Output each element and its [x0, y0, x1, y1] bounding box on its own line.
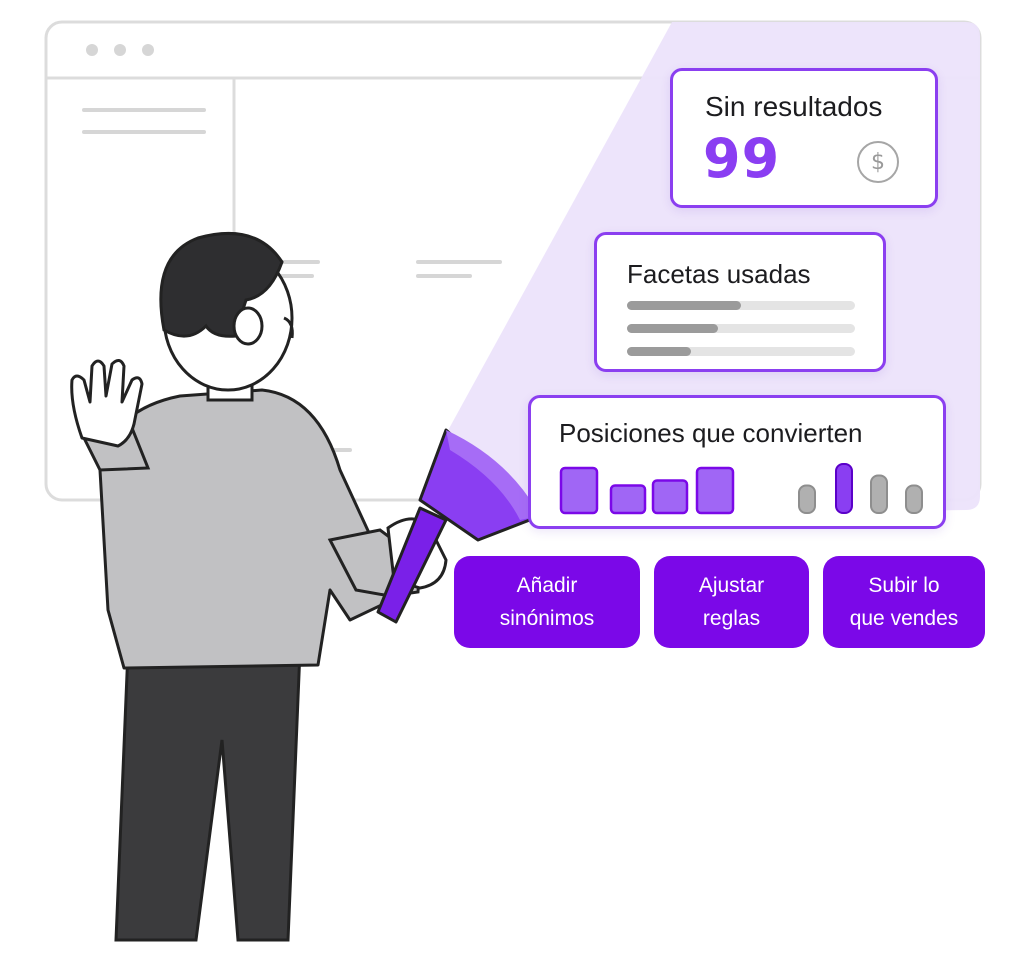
window-dot-icon	[114, 44, 126, 56]
add-synonyms-label-line1: Añadir	[516, 574, 578, 597]
add-synonyms-label-line2: sinónimos	[499, 607, 595, 630]
facets-title: Facetas usadas	[627, 259, 811, 289]
boost-sellers-label-line2: que vendes	[849, 607, 959, 630]
facets-card: Facetas usadas	[594, 232, 886, 372]
facet-bar	[627, 324, 855, 333]
position-bar	[798, 484, 816, 514]
adjust-rules-label-line1: Ajustar	[698, 574, 765, 597]
facet-bar-fill	[627, 324, 719, 333]
position-bar	[835, 463, 853, 514]
conversion-bars	[559, 463, 923, 515]
position-bar	[609, 484, 647, 515]
window-dot-icon	[142, 44, 154, 56]
position-bar	[905, 484, 923, 514]
dollar-icon: $	[857, 141, 899, 183]
boost-sellers-button[interactable]: Subir lo que vendes	[823, 556, 985, 648]
position-bar	[559, 466, 599, 515]
adjust-rules-label-line2: reglas	[702, 607, 761, 630]
no-results-card: Sin resultados 99 $	[670, 68, 938, 208]
facet-bar	[627, 347, 855, 356]
no-results-count: 99	[703, 127, 781, 190]
flashlight-icon	[376, 428, 542, 624]
conversion-positions-title: Posiciones que convierten	[559, 418, 863, 448]
add-synonyms-button[interactable]: Añadir sinónimos	[454, 556, 640, 648]
adjust-rules-button[interactable]: Ajustar reglas	[654, 556, 809, 648]
position-bar	[870, 474, 888, 514]
boost-sellers-label-line1: Subir lo	[868, 574, 940, 597]
position-bar	[695, 466, 735, 515]
facet-bar-fill	[627, 347, 691, 356]
position-bar	[651, 479, 689, 515]
window-dot-icon	[86, 44, 98, 56]
facet-bar	[627, 301, 855, 310]
no-results-title: Sin resultados	[705, 91, 883, 122]
facet-bar-fill	[627, 301, 741, 310]
conversion-positions-card: Posiciones que convierten	[528, 395, 946, 529]
